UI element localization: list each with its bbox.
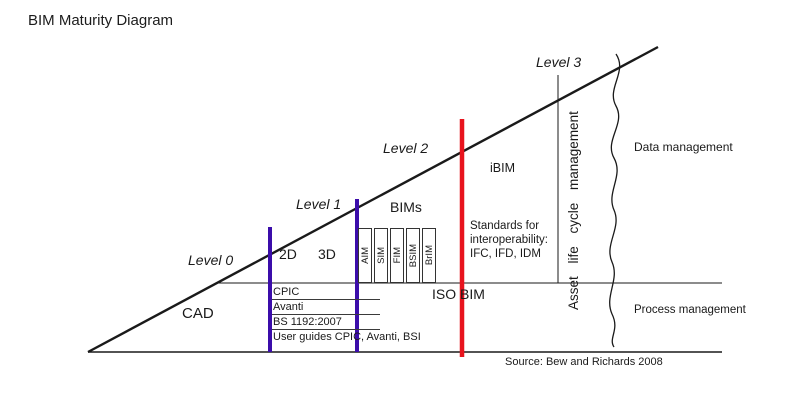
ibim-label: iBIM [490,161,515,175]
source-attribution: Source: Bew and Richards 2008 [505,356,663,368]
model-box-aim-label: AIM [359,247,371,264]
standards-note-line-3: IFC, IFD, IDM [470,248,541,260]
wedge-diagonal-line [87,45,659,354]
model-box-brim: BrIM [422,228,436,283]
standards-note-line-1: Standards for [470,220,540,232]
bims-label: BIMs [390,199,422,215]
2d-label: 2D [279,246,297,262]
model-box-fim-label: FIM [391,247,403,264]
guides-stack: CPIC Avanti BS 1192:2007 User guides CPI… [272,285,421,344]
guide-cpic: CPIC [272,285,380,300]
model-box-fim: FIM [390,228,404,283]
wavy-boundary-line [609,53,621,348]
model-box-brim-label: BrIM [423,245,435,266]
standards-note-line-2: interoperability: [470,234,548,246]
model-box-bsim: BSIM [406,228,420,283]
model-boxes: AIM SIM FIM BSIM BrIM [358,228,436,283]
standards-note: Standards for interoperability: IFC, IFD… [470,219,548,261]
model-box-sim: SIM [374,228,388,283]
model-box-sim-label: SIM [375,247,387,264]
iso-bim-label: ISO BIM [432,286,485,302]
process-management-label: Process management [634,304,746,316]
cad-label: CAD [182,305,214,322]
level-2-label: Level 2 [383,140,429,156]
model-box-bsim-label: BSIM [407,243,419,268]
diagram-title: BIM Maturity Diagram [28,12,174,29]
level-3-label: Level 3 [536,54,582,70]
model-box-aim: AIM [358,228,372,283]
level-0-label: Level 0 [188,252,234,268]
data-management-label: Data management [634,140,733,154]
guide-user-guides: User guides CPIC, Avanti, BSI [273,331,421,343]
3d-label: 3D [318,246,336,262]
guide-avanti: Avanti [272,300,380,315]
guide-bs1192: BS 1192:2007 [272,315,380,330]
level-1-label: Level 1 [296,196,342,212]
asset-life-cycle-management-label: Asset life cycle management [566,111,581,311]
